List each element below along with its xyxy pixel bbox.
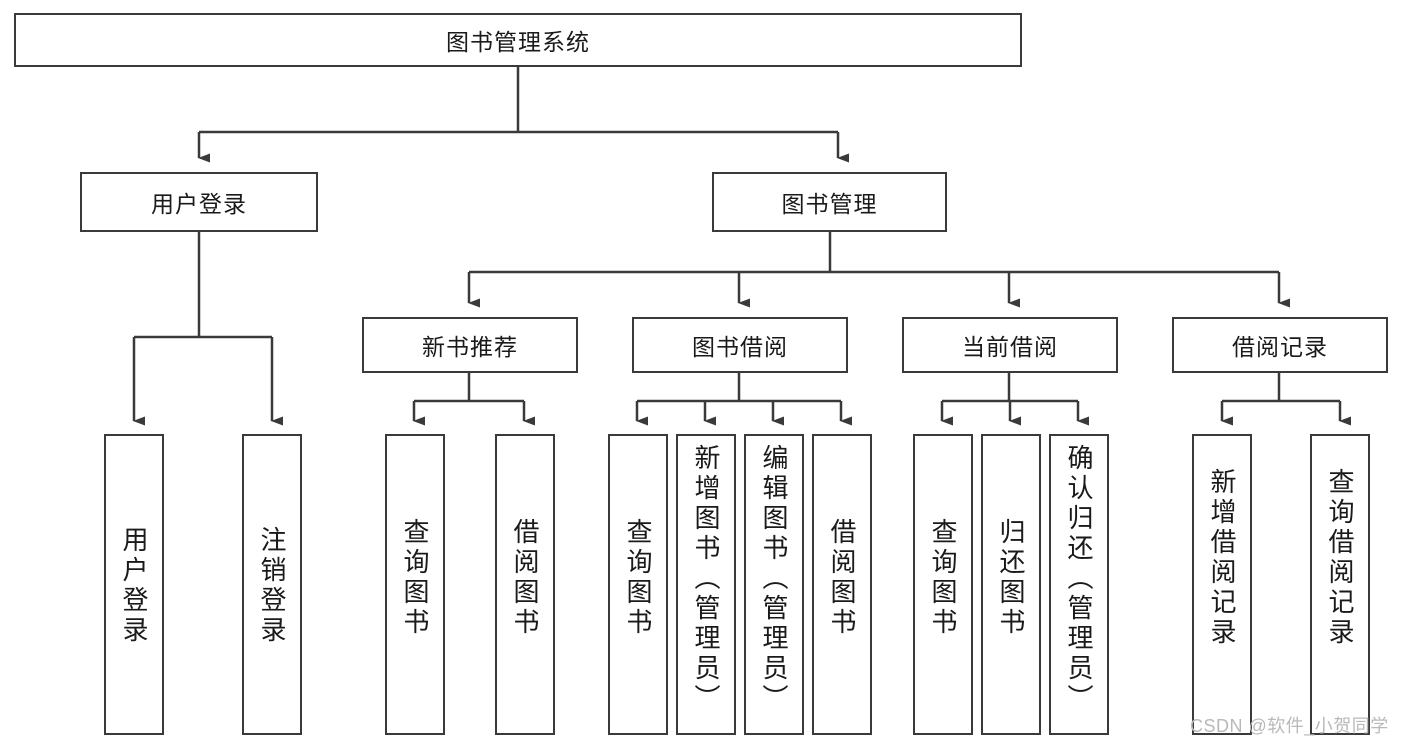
leaf-current-borrow-confirm-label: 确认归还（管理员） <box>1064 444 1095 714</box>
node-book-manage[interactable]: 图书管理 <box>712 172 947 232</box>
leaf-book-borrow-add-label: 新增图书（管理员） <box>691 444 722 714</box>
node-book-borrow[interactable]: 图书借阅 <box>632 317 848 373</box>
leaf-borrow-record-query[interactable]: 查询借阅记录 <box>1310 434 1370 735</box>
leaf-book-borrow-edit-label: 编辑图书（管理员） <box>759 444 790 714</box>
leaf-user-login-login-label: 用户登录 <box>119 526 150 646</box>
leaf-user-login-login[interactable]: 用户登录 <box>104 434 164 735</box>
node-new-book-recommend[interactable]: 新书推荐 <box>362 317 578 373</box>
leaf-current-borrow-return[interactable]: 归还图书 <box>981 434 1041 735</box>
leaf-current-borrow-query-label: 查询图书 <box>928 518 959 638</box>
node-current-borrow[interactable]: 当前借阅 <box>902 317 1118 373</box>
leaf-new-book-borrow-label: 借阅图书 <box>510 518 541 638</box>
leaf-new-book-query[interactable]: 查询图书 <box>385 434 445 735</box>
leaf-current-borrow-query[interactable]: 查询图书 <box>913 434 973 735</box>
node-current-borrow-label: 当前借阅 <box>962 334 1058 360</box>
node-root-label: 图书管理系统 <box>446 29 590 55</box>
node-book-borrow-label: 图书借阅 <box>692 334 788 360</box>
node-new-book-recommend-label: 新书推荐 <box>422 334 518 360</box>
leaf-book-borrow-add[interactable]: 新增图书（管理员） <box>676 434 736 735</box>
node-borrow-record-label: 借阅记录 <box>1232 334 1328 360</box>
leaf-book-borrow-lend-label: 借阅图书 <box>827 518 858 638</box>
node-user-login[interactable]: 用户登录 <box>80 172 318 232</box>
leaf-new-book-query-label: 查询图书 <box>400 518 431 638</box>
leaf-borrow-record-add[interactable]: 新增借阅记录 <box>1192 434 1252 735</box>
leaf-new-book-borrow[interactable]: 借阅图书 <box>495 434 555 735</box>
leaf-current-borrow-return-label: 归还图书 <box>996 518 1027 638</box>
node-book-manage-label: 图书管理 <box>781 191 878 217</box>
leaf-book-borrow-query-label: 查询图书 <box>623 518 654 638</box>
leaf-book-borrow-query[interactable]: 查询图书 <box>608 434 668 735</box>
node-root-system[interactable]: 图书管理系统 <box>14 13 1022 67</box>
leaf-user-login-logout[interactable]: 注销登录 <box>242 434 302 735</box>
node-user-login-label: 用户登录 <box>151 191 247 217</box>
leaf-current-borrow-confirm[interactable]: 确认归还（管理员） <box>1049 434 1109 735</box>
leaf-borrow-record-add-label: 新增借阅记录 <box>1207 468 1238 648</box>
leaf-user-login-logout-label: 注销登录 <box>257 526 288 646</box>
leaf-book-borrow-lend[interactable]: 借阅图书 <box>812 434 872 735</box>
csdn-watermark: CSDN @软件_小贺同学 <box>1190 716 1389 736</box>
node-borrow-record[interactable]: 借阅记录 <box>1172 317 1388 373</box>
leaf-book-borrow-edit[interactable]: 编辑图书（管理员） <box>744 434 804 735</box>
leaf-borrow-record-query-label: 查询借阅记录 <box>1325 468 1356 648</box>
